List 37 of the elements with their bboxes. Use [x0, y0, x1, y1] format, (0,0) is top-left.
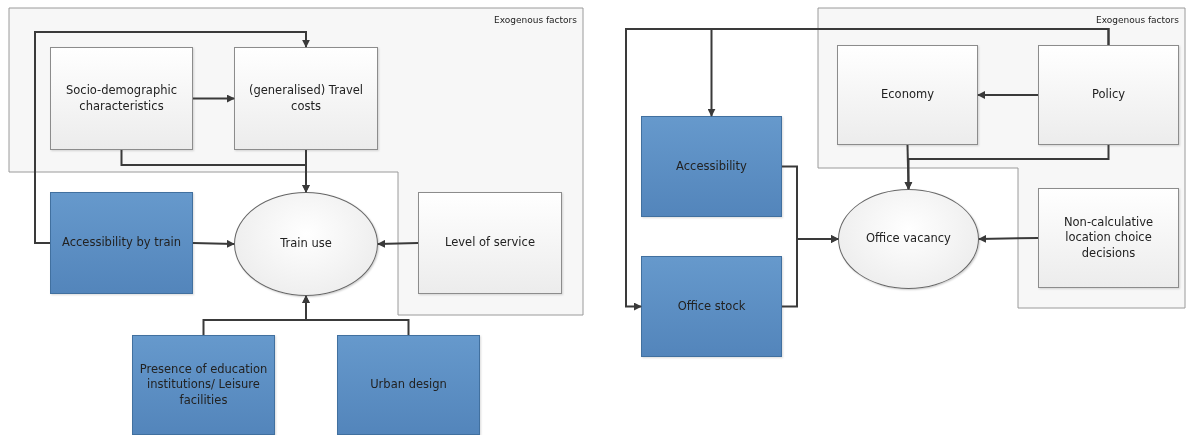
- panel-title: Exogenous factors: [1096, 15, 1179, 25]
- arrow: [192, 239, 235, 248]
- node-label: Train use: [279, 236, 333, 252]
- arrow: [192, 94, 235, 103]
- factor-box: [1038, 188, 1179, 288]
- factor-box: [1038, 45, 1179, 145]
- node-label: Office stock: [676, 298, 747, 315]
- factor-box: [337, 335, 480, 435]
- factor-box: [641, 116, 782, 217]
- node-label: Accessibility: [675, 158, 748, 175]
- panel-title: Exogenous factors: [494, 15, 577, 25]
- arrow: [978, 234, 1039, 243]
- factor-box: [837, 45, 978, 145]
- arrow: [977, 91, 1039, 99]
- arrow: [904, 144, 1110, 190]
- arrow: [625, 28, 1110, 311]
- node-label: Accessibility by train: [61, 235, 182, 251]
- factor-box: [641, 256, 782, 357]
- arrow: [302, 149, 310, 193]
- arrow: [302, 295, 410, 336]
- factor-box: [50, 47, 193, 150]
- factor-box: [418, 192, 562, 294]
- factor-box: [234, 47, 378, 150]
- node-label: Socio-demographic characteristics: [64, 83, 178, 114]
- node-label: Non-calculative location choice decisions: [1062, 214, 1155, 262]
- arrow: [34, 31, 310, 244]
- arrow: [781, 235, 839, 308]
- arrow: [377, 239, 419, 248]
- node-label: Urban design: [369, 377, 448, 393]
- node-label: Policy: [1090, 87, 1127, 103]
- node-label: Office vacancy: [865, 231, 952, 247]
- node-label: (generalised) Travel costs: [247, 83, 365, 114]
- factor-box: [132, 335, 275, 435]
- factor-box: [50, 192, 193, 294]
- node-label: Presence of education institutions/ Leisure facilities: [138, 361, 269, 409]
- node-label: Level of service: [444, 235, 536, 251]
- node-label: Economy: [880, 87, 935, 103]
